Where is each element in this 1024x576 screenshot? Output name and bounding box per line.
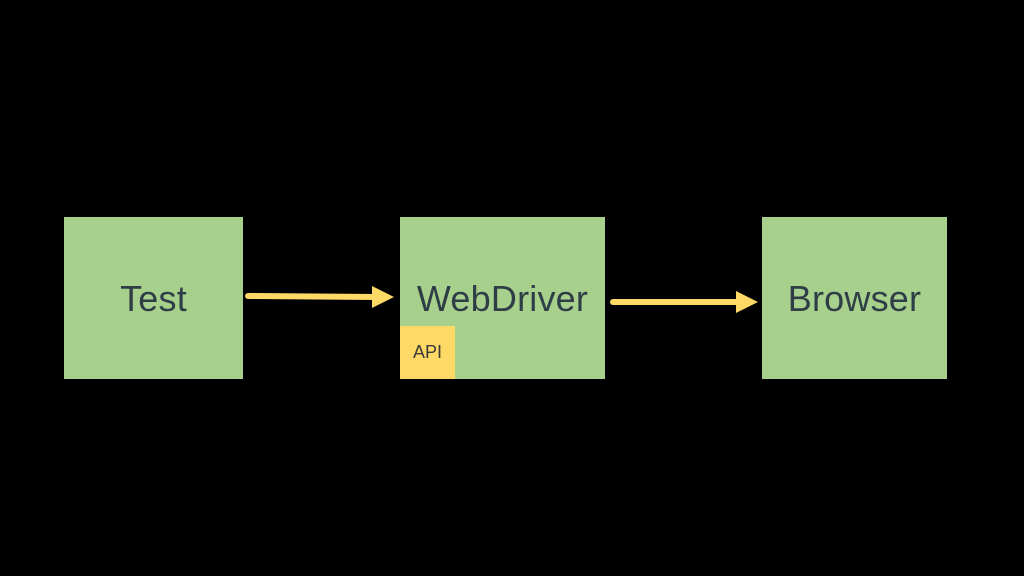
api-badge-label: API <box>412 342 442 362</box>
browser-node: Browser <box>762 217 947 379</box>
test-node: Test <box>64 217 243 379</box>
arrow-webdriver-to-browser <box>610 291 758 313</box>
api-badge: API <box>400 326 455 379</box>
arrow-test-to-webdriver <box>245 286 394 308</box>
webdriver-node-label: WebDriver <box>416 278 589 319</box>
browser-node-label: Browser <box>787 278 922 319</box>
test-node-label: Test <box>120 278 187 319</box>
